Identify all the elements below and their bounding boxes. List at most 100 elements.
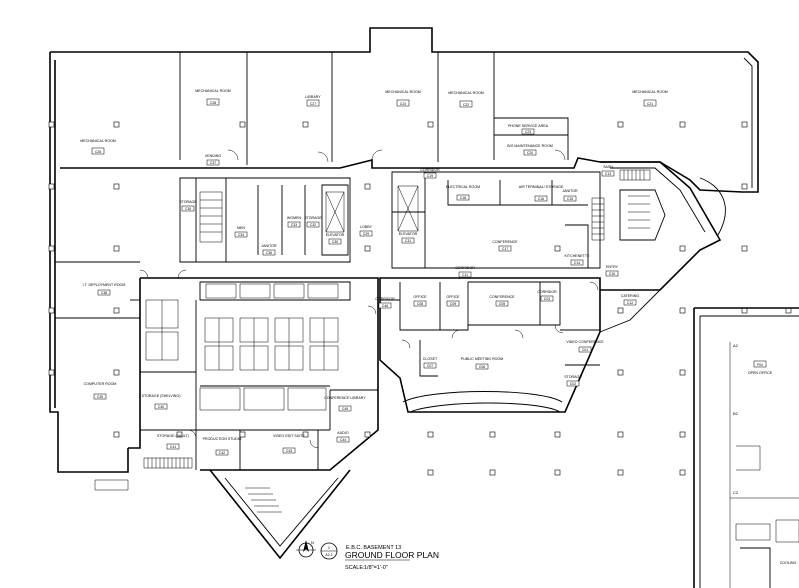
svg-text:C07: C07 xyxy=(427,364,433,368)
room-electrical: ELECTRICAL ROOM C18 xyxy=(446,185,480,201)
svg-text:VENDING: VENDING xyxy=(205,154,222,158)
svg-text:C15: C15 xyxy=(567,197,573,201)
svg-text:C11: C11 xyxy=(462,273,468,277)
svg-text:PHONE SERVICE AREA: PHONE SERVICE AREA xyxy=(508,124,549,128)
svg-text:AIR TERMINAL/ STORAGE: AIR TERMINAL/ STORAGE xyxy=(519,185,564,189)
svg-text:VIDEO EDIT SUITE: VIDEO EDIT SUITE xyxy=(273,434,305,438)
svg-text:C42: C42 xyxy=(219,451,225,455)
svg-text:CORRIDOR: CORRIDOR xyxy=(537,290,557,294)
svg-text:C31: C31 xyxy=(405,239,411,243)
svg-text:ELEVATOR: ELEVATOR xyxy=(399,232,418,236)
svg-text:C03: C03 xyxy=(544,297,550,301)
svg-text:MECHANICAL ROOM: MECHANICAL ROOM xyxy=(448,91,484,95)
svg-text:C26: C26 xyxy=(95,150,101,154)
svg-text:ELEVATOR: ELEVATOR xyxy=(326,233,345,237)
svg-text:B/G MAINTENANCE ROOM: B/G MAINTENANCE ROOM xyxy=(507,144,553,148)
svg-text:COOLING: COOLING xyxy=(780,561,797,565)
room-corridor-4: CORRIDOR C03 xyxy=(537,290,557,302)
svg-text:C27: C27 xyxy=(310,102,316,106)
room-public-meeting: PUBLIC MEETING ROOM C06 xyxy=(461,357,504,370)
svg-text:C12: C12 xyxy=(627,301,633,305)
svg-text:STORAGE (SHELVING): STORAGE (SHELVING) xyxy=(142,394,181,398)
room-storage-1: STORAGE C32 xyxy=(304,216,322,228)
svg-text:C24: C24 xyxy=(400,102,406,106)
svg-text:C32: C32 xyxy=(310,223,316,227)
svg-text:PUBLIC MEETING ROOM: PUBLIC MEETING ROOM xyxy=(461,357,504,361)
svg-text:JANITOR: JANITOR xyxy=(261,244,277,248)
grid-label-b2: B2 xyxy=(733,411,739,416)
svg-text:C17: C17 xyxy=(502,247,508,251)
svg-text:C29: C29 xyxy=(363,232,369,236)
svg-text:WOMEN: WOMEN xyxy=(287,216,302,220)
svg-text:COMPUTER ROOM: COMPUTER ROOM xyxy=(84,382,117,386)
north-arrow-icon: N xyxy=(296,540,316,558)
room-storage-4: STORAGE (VAULT)C41 xyxy=(157,434,189,450)
workstations xyxy=(145,283,339,411)
svg-text:ELECTRICAL ROOM: ELECTRICAL ROOM xyxy=(446,185,480,189)
svg-text:C43: C43 xyxy=(286,449,292,453)
svg-text:A2.1: A2.1 xyxy=(325,553,332,557)
svg-text:C16: C16 xyxy=(538,197,544,201)
svg-text:C09: C09 xyxy=(450,302,456,306)
plan-scale-label: SCALE: xyxy=(345,565,365,571)
svg-text:SASH: SASH xyxy=(603,165,613,169)
svg-text:C10: C10 xyxy=(609,272,615,276)
svg-text:C01: C01 xyxy=(582,348,588,352)
svg-text:C14: C14 xyxy=(574,261,580,265)
svg-text:C45: C45 xyxy=(342,407,348,411)
svg-text:C35: C35 xyxy=(185,207,191,211)
svg-text:C08: C08 xyxy=(417,302,423,306)
svg-text:C34: C34 xyxy=(238,233,244,237)
plan-project: E.B.C. BASEMENT 13 xyxy=(346,545,401,551)
svg-text:C02: C02 xyxy=(570,382,576,386)
svg-text:VIDEO CONFERENCE: VIDEO CONFERENCE xyxy=(566,340,604,344)
room-corridor-2: CORRIDOR C46 xyxy=(375,297,395,309)
svg-text:STORAGE: STORAGE xyxy=(304,216,322,220)
room-video-edit: VIDEO EDIT SUITE C43 xyxy=(273,434,306,454)
room-mech-3: MECHANICAL ROOM C24 xyxy=(385,90,421,107)
room-corridor-3: CORRIDOR C11 xyxy=(455,266,475,278)
svg-text:C28: C28 xyxy=(210,101,216,105)
svg-text:MECHANICAL ROOM: MECHANICAL ROOM xyxy=(385,90,421,94)
svg-text:C46: C46 xyxy=(382,304,388,308)
sheet-reference-icon: 1 A2.1 xyxy=(320,542,338,560)
room-elevator-1: ELEVATOR C30 xyxy=(326,233,345,245)
room-computer: COMPUTER ROOM C39 xyxy=(84,382,117,400)
svg-text:1: 1 xyxy=(328,545,331,550)
svg-text:STORAGE: STORAGE xyxy=(179,200,197,204)
svg-text:MEN: MEN xyxy=(237,226,245,230)
svg-text:C30: C30 xyxy=(332,240,338,244)
svg-text:C38: C38 xyxy=(101,291,107,295)
svg-text:C44: C44 xyxy=(340,438,346,442)
svg-text:MECHANICAL ROOM: MECHANICAL ROOM xyxy=(632,90,668,94)
svg-text:CORRIDOR: CORRIDOR xyxy=(375,297,395,301)
svg-text:CONFERENCE: CONFERENCE xyxy=(489,295,515,299)
svg-text:N: N xyxy=(311,540,314,545)
svg-text:CORRIDOR: CORRIDOR xyxy=(455,266,475,270)
svg-text:C06: C06 xyxy=(479,365,485,369)
room-air: AIR TERMINAL/ STORAGE C16 xyxy=(519,185,564,202)
svg-text:F04: F04 xyxy=(757,363,763,367)
svg-text:C18: C18 xyxy=(460,196,466,200)
room-video-conf: VIDEO CONFERENCE C01 xyxy=(566,340,604,353)
svg-text:C37: C37 xyxy=(210,161,216,165)
svg-text:C39: C39 xyxy=(97,395,103,399)
room-elevator-2: ELEVATOR C31 xyxy=(399,232,418,244)
exterior-walls xyxy=(49,27,759,560)
svg-text:C21: C21 xyxy=(647,102,653,106)
grid-label-a2: A2 xyxy=(733,343,739,348)
